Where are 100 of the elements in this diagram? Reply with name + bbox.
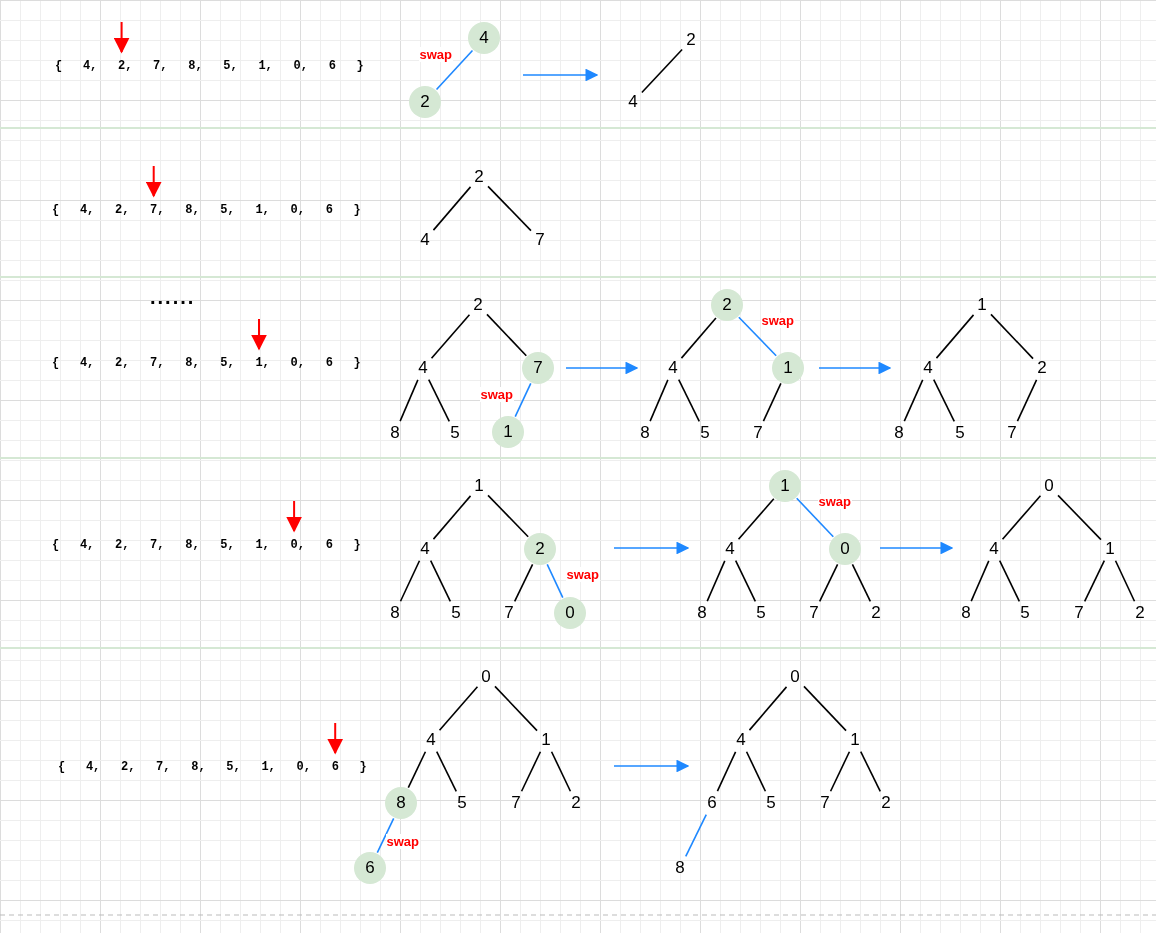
tree-edge	[932, 378, 956, 423]
node-value: 5	[1014, 602, 1036, 624]
node-value: 2	[1031, 357, 1053, 379]
tree-edge	[734, 559, 757, 603]
tree-edge	[1016, 379, 1038, 422]
tree-edge	[1114, 559, 1136, 603]
tree-edge	[407, 750, 427, 789]
highlighted-node: 1	[772, 352, 804, 384]
node-value: 7	[505, 792, 527, 814]
node-value: 8	[384, 422, 406, 444]
array-text: { 4, 2, 7, 8, 5, 1, 0, 6 }	[52, 203, 361, 217]
node-value: 4	[662, 357, 684, 379]
node-value: 8	[888, 422, 910, 444]
tree-edge	[514, 382, 532, 418]
tree-edge	[970, 560, 990, 602]
ellipsis-text: ......	[150, 285, 196, 309]
node-value: 1	[535, 729, 557, 751]
tree-edge	[435, 49, 474, 91]
tree-edge	[1001, 495, 1042, 540]
tree-edge	[737, 498, 775, 540]
tree-edge	[1083, 559, 1106, 603]
node-value: 6	[701, 792, 723, 814]
tree-edge	[716, 751, 737, 792]
edge-label: swap	[817, 494, 852, 509]
node-value: 4	[622, 91, 644, 113]
tree-edge	[520, 750, 542, 793]
node-value: 2	[875, 792, 897, 814]
tree-edge	[851, 563, 872, 603]
node-value: 7	[1001, 422, 1023, 444]
node-value: 8	[634, 422, 656, 444]
node-value: 7	[498, 602, 520, 624]
tree-edge	[550, 750, 572, 793]
node-value: 4	[983, 538, 1005, 560]
node-value: 2	[468, 166, 490, 188]
tree-edge	[677, 378, 701, 423]
tree-edge	[430, 314, 471, 359]
node-value: 5	[694, 422, 716, 444]
tree-edge	[427, 378, 451, 423]
node-value: 5	[445, 602, 467, 624]
highlighted-node: 0	[554, 597, 586, 629]
node-value: 7	[747, 422, 769, 444]
node-value: 0	[475, 666, 497, 688]
highlighted-node: 6	[354, 852, 386, 884]
highlighted-node: 4	[468, 22, 500, 54]
tree-edge	[399, 559, 421, 603]
tree-edge	[706, 560, 726, 602]
tree-edge	[487, 494, 529, 538]
tree-edge	[935, 314, 975, 359]
node-value: 1	[844, 729, 866, 751]
node-value: 8	[691, 602, 713, 624]
tree-edge	[818, 563, 839, 603]
tree-edge	[432, 495, 472, 540]
node-value: 2	[680, 29, 702, 51]
tree-edge	[438, 686, 479, 731]
node-value: 4	[730, 729, 752, 751]
node-value: 5	[451, 792, 473, 814]
edge-label: swap	[565, 567, 600, 582]
node-value: 7	[529, 229, 551, 251]
node-value: 1	[468, 475, 490, 497]
node-value: 5	[444, 422, 466, 444]
tree-edge	[859, 750, 882, 793]
node-value: 4	[420, 729, 442, 751]
node-value: 4	[719, 538, 741, 560]
tree-edge	[494, 685, 538, 732]
tree-edge	[684, 813, 708, 858]
node-value: 2	[565, 792, 587, 814]
tree-edge	[641, 48, 683, 94]
node-value: 7	[814, 792, 836, 814]
array-text: { 4, 2, 7, 8, 5, 1, 0, 6 }	[55, 59, 364, 73]
node-value: 7	[803, 602, 825, 624]
tree-edge	[1057, 494, 1102, 541]
highlighted-node: 2	[524, 533, 556, 565]
node-value: 0	[1038, 475, 1060, 497]
edge-label: swap	[479, 387, 514, 402]
node-value: 8	[955, 602, 977, 624]
edge-label: swap	[385, 834, 420, 849]
edge-label: swap	[418, 47, 453, 62]
node-value: 4	[917, 357, 939, 379]
node-value: 4	[414, 538, 436, 560]
node-value: 5	[949, 422, 971, 444]
tree-edge	[680, 317, 717, 359]
highlighted-node: 8	[385, 787, 417, 819]
tree-edge	[738, 316, 777, 357]
node-value: 4	[412, 357, 434, 379]
node-value: 7	[1068, 602, 1090, 624]
tree-edge	[429, 559, 452, 603]
node-value: 2	[865, 602, 887, 624]
tree-edge	[795, 497, 835, 538]
edge-label: swap	[760, 313, 795, 328]
tree-edge	[376, 817, 395, 854]
node-value: 5	[760, 792, 782, 814]
tree-edge	[829, 750, 851, 793]
tree-edge	[903, 379, 924, 422]
tree-edge	[762, 382, 782, 422]
tree-edge	[649, 379, 669, 422]
array-text: { 4, 2, 7, 8, 5, 1, 0, 6 }	[52, 356, 361, 370]
node-value: 1	[971, 294, 993, 316]
tree-edge	[432, 186, 472, 231]
highlighted-node: 2	[711, 289, 743, 321]
tree-edge	[486, 313, 528, 357]
